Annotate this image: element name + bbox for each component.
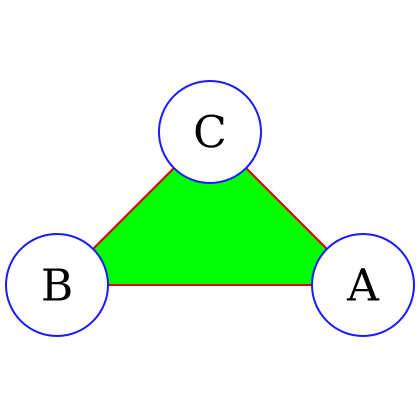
node-b-circle: [5, 233, 109, 337]
node-c: C: [158, 80, 262, 184]
node-a: A: [311, 233, 415, 337]
node-b: B: [5, 233, 109, 337]
node-c-circle: [158, 80, 262, 184]
node-b-label: B: [41, 261, 73, 312]
node-a-label: A: [346, 261, 380, 312]
node-c-label: C: [193, 108, 227, 159]
node-a-circle: [311, 233, 415, 337]
